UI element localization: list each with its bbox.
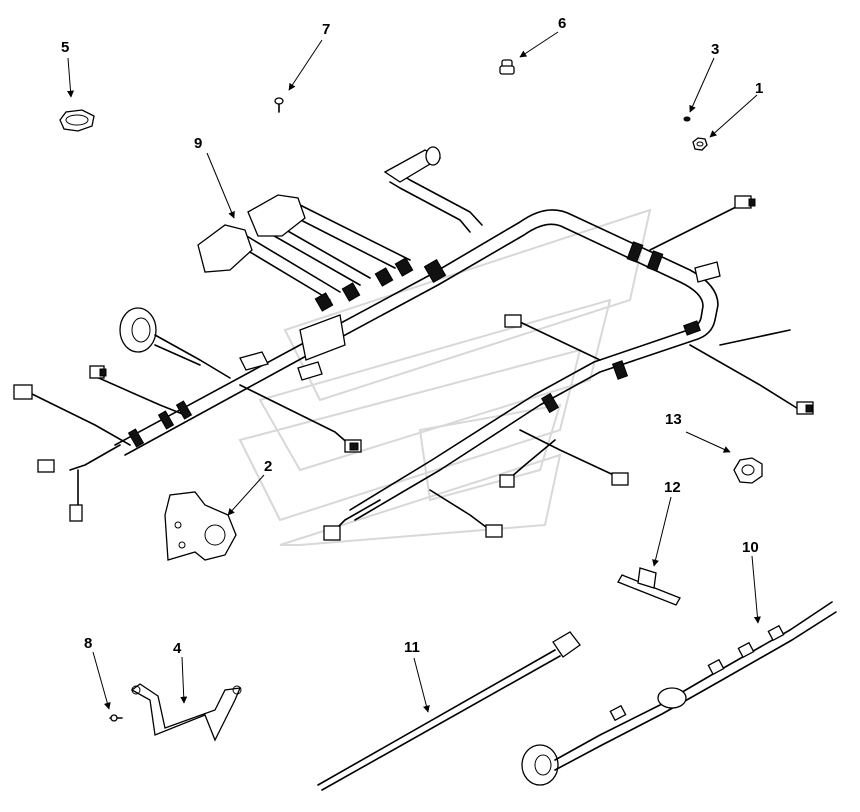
callout-10: 10 [742, 539, 759, 556]
cable-tie-part [317, 631, 581, 791]
bracket-part [164, 491, 237, 561]
callout-6: 6 [558, 15, 566, 32]
injector-connector-bundle [197, 194, 414, 312]
clip-part [274, 97, 284, 113]
right-branches [323, 314, 814, 541]
left-branches [13, 307, 362, 522]
connector-pin-part [499, 59, 515, 75]
callout-9: 9 [194, 135, 202, 152]
callout-labels: 5 7 6 3 1 9 2 13 12 10 11 4 8 [61, 15, 763, 657]
callout-8: 8 [84, 635, 92, 652]
callout-3: 3 [711, 41, 719, 58]
callout-13: 13 [665, 411, 682, 428]
stud-part [617, 567, 681, 606]
sub-harness-part [521, 601, 837, 786]
callout-4: 4 [173, 640, 182, 657]
mounting-bracket-part [130, 683, 242, 742]
small-washer-part [683, 116, 691, 122]
callout-11: 11 [404, 639, 420, 656]
flange-nut-part [733, 457, 763, 484]
callout-2: 2 [264, 458, 272, 475]
main-harness [114, 146, 756, 521]
callout-5: 5 [61, 39, 69, 56]
small-nut-part [692, 137, 708, 151]
screw-part [109, 714, 123, 722]
callout-7: 7 [322, 21, 330, 38]
leader-arrows [67, 31, 761, 713]
hex-nut-part [59, 109, 95, 132]
callout-12: 12 [664, 479, 681, 496]
callout-1: 1 [755, 80, 763, 97]
